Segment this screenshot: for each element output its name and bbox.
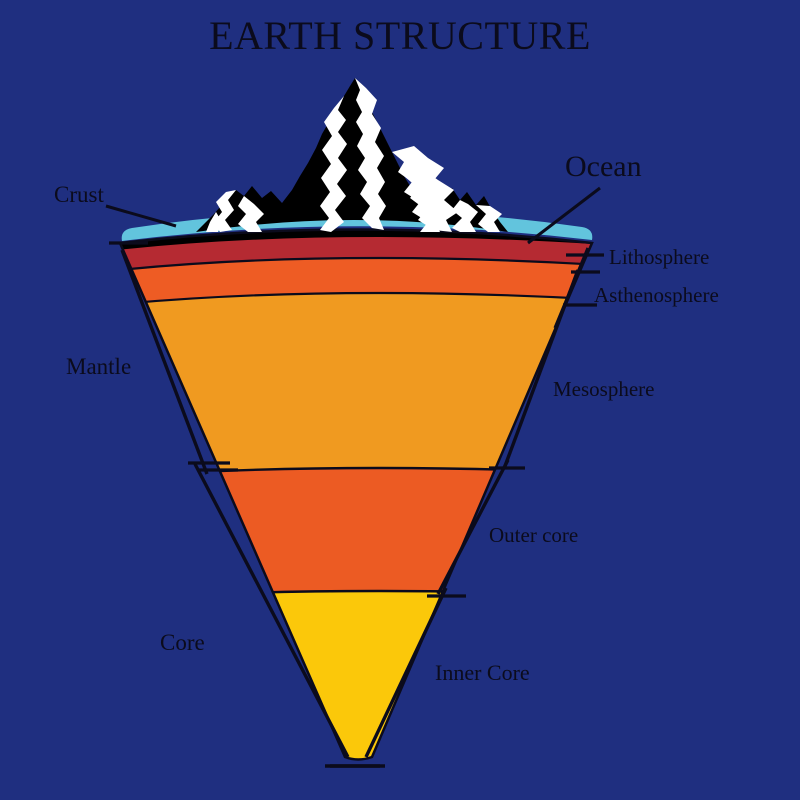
label-inner-core: Inner Core <box>435 660 530 685</box>
label-mesosphere: Mesosphere <box>553 377 655 401</box>
mantle-bracket-line <box>120 249 209 475</box>
litho-astheno-boundary <box>120 256 592 274</box>
crust-leader-line <box>105 204 177 228</box>
mountain-range <box>196 78 508 232</box>
label-lithosphere: Lithosphere <box>609 245 710 269</box>
innercore-bracket-line <box>364 587 448 758</box>
astheno-meso-boundary <box>120 291 592 308</box>
label-asthenosphere: Asthenosphere <box>594 283 719 307</box>
label-ocean: Ocean <box>565 150 642 183</box>
wedge-outline <box>118 228 594 761</box>
leader-lines <box>105 186 601 245</box>
mesosphere-bracket-line <box>503 269 580 467</box>
label-mantle: Mantle <box>66 354 132 379</box>
label-crust: Crust <box>54 182 104 207</box>
page-title: EARTH STRUCTURE <box>209 13 591 58</box>
core-bracket-line <box>193 463 350 758</box>
right-brackets <box>330 247 604 768</box>
label-outer-core: Outer core <box>489 523 579 547</box>
ocean-leader-line <box>527 186 601 245</box>
label-core: Core <box>160 630 205 655</box>
outercore-bracket-line <box>436 459 510 595</box>
